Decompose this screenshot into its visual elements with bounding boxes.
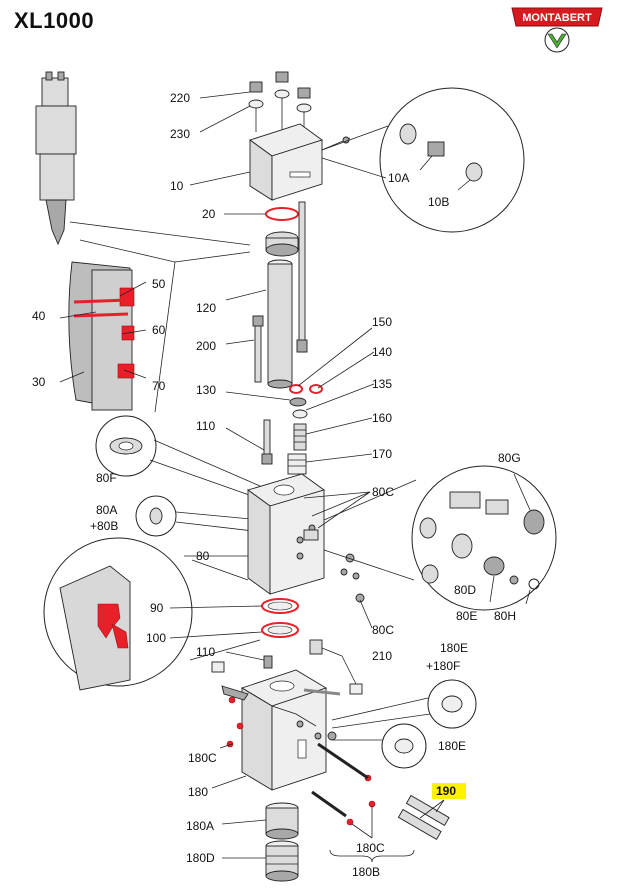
model-title: XL1000 — [14, 8, 95, 33]
label-80C-top: 80C — [372, 485, 394, 499]
head-block — [249, 123, 351, 201]
nuts-washers — [248, 71, 312, 140]
brand-name: MONTABERT — [522, 12, 592, 24]
highlight-190 — [432, 783, 466, 799]
breaker-thumbnail — [35, 71, 77, 246]
label-80H: 80H — [494, 609, 516, 623]
label-230: 230 — [170, 127, 190, 141]
tie-rod-right — [296, 201, 308, 353]
detail-circle-80A — [135, 495, 263, 537]
detail-circle-10 — [321, 87, 525, 233]
label-110-upper: 110 — [196, 419, 215, 433]
label-180C-bot: 180C — [356, 841, 385, 855]
label-20: 20 — [202, 207, 216, 221]
label-180C-left: 180C — [188, 751, 217, 765]
label-80C-bot: 80C — [372, 623, 394, 637]
label-80A: 80A — [96, 503, 117, 517]
part-130 — [289, 397, 307, 407]
label-210: 210 — [372, 649, 392, 663]
label-80F: 80F — [96, 471, 117, 485]
label-50: 50 — [152, 277, 166, 291]
label-110-lower: 110 — [196, 645, 215, 659]
oring-150 — [289, 384, 303, 394]
label-180: 180 — [188, 785, 208, 799]
detail-circle-180E-mid — [332, 723, 427, 769]
label-160: 160 — [372, 411, 392, 425]
detail-circle-80G — [323, 465, 557, 611]
label-200: 200 — [196, 339, 216, 353]
label-180D: 180D — [186, 851, 215, 865]
label-170: 170 — [372, 447, 392, 461]
label-180E-mid: 180E — [438, 739, 466, 753]
seal-100 — [261, 622, 299, 638]
label-190: 190 — [436, 784, 456, 798]
label-80E: 80E — [456, 609, 477, 623]
valve-160 — [293, 423, 307, 451]
label-180F: +180F — [426, 659, 460, 673]
label-220: 220 — [170, 91, 190, 105]
label-30: 30 — [32, 375, 46, 389]
label-60: 60 — [152, 323, 166, 337]
plugs-180C — [226, 696, 376, 826]
bushing-180D — [265, 840, 299, 882]
label-180A: 180A — [186, 819, 214, 833]
rod-110 — [261, 419, 273, 465]
bushing-180A — [265, 802, 299, 840]
label-80: 80 — [196, 549, 210, 563]
tie-rod-200 — [252, 315, 264, 383]
oring-140 — [309, 384, 323, 394]
label-140: 140 — [372, 345, 392, 359]
part-135 — [292, 409, 308, 419]
label-80D: 80D — [454, 583, 476, 597]
brand-logo: MONTABERT — [511, 7, 603, 53]
side-shell — [68, 261, 135, 411]
label-90: 90 — [150, 601, 164, 615]
label-180E-top: 180E — [440, 641, 468, 655]
seal-90 — [261, 598, 299, 614]
detail-circle-90 — [43, 537, 261, 691]
seal-20 — [265, 207, 299, 221]
detail-circle-180E-top — [331, 679, 477, 729]
label-70: 70 — [152, 379, 166, 393]
label-10: 10 — [170, 179, 184, 193]
cylinder-180 — [221, 669, 341, 791]
plug-210 — [309, 639, 323, 655]
label-135: 135 — [372, 377, 392, 391]
upper-ring — [265, 231, 299, 257]
piston-120 — [267, 259, 293, 389]
sleeve-170 — [287, 453, 307, 475]
label-80G: 80G — [498, 451, 521, 465]
label-150: 150 — [372, 315, 392, 329]
label-100: 100 — [146, 631, 166, 645]
valve-body-80 — [246, 473, 365, 603]
label-130: 130 — [196, 383, 216, 397]
detail-circle-80F — [95, 415, 261, 497]
label-120: 120 — [196, 301, 216, 315]
label-80B: +80B — [90, 519, 118, 533]
rod-110-lower — [263, 655, 273, 669]
label-10A: 10A — [388, 171, 409, 185]
label-10B: 10B — [428, 195, 449, 209]
label-180B: 180B — [352, 865, 380, 879]
label-40: 40 — [32, 309, 46, 323]
